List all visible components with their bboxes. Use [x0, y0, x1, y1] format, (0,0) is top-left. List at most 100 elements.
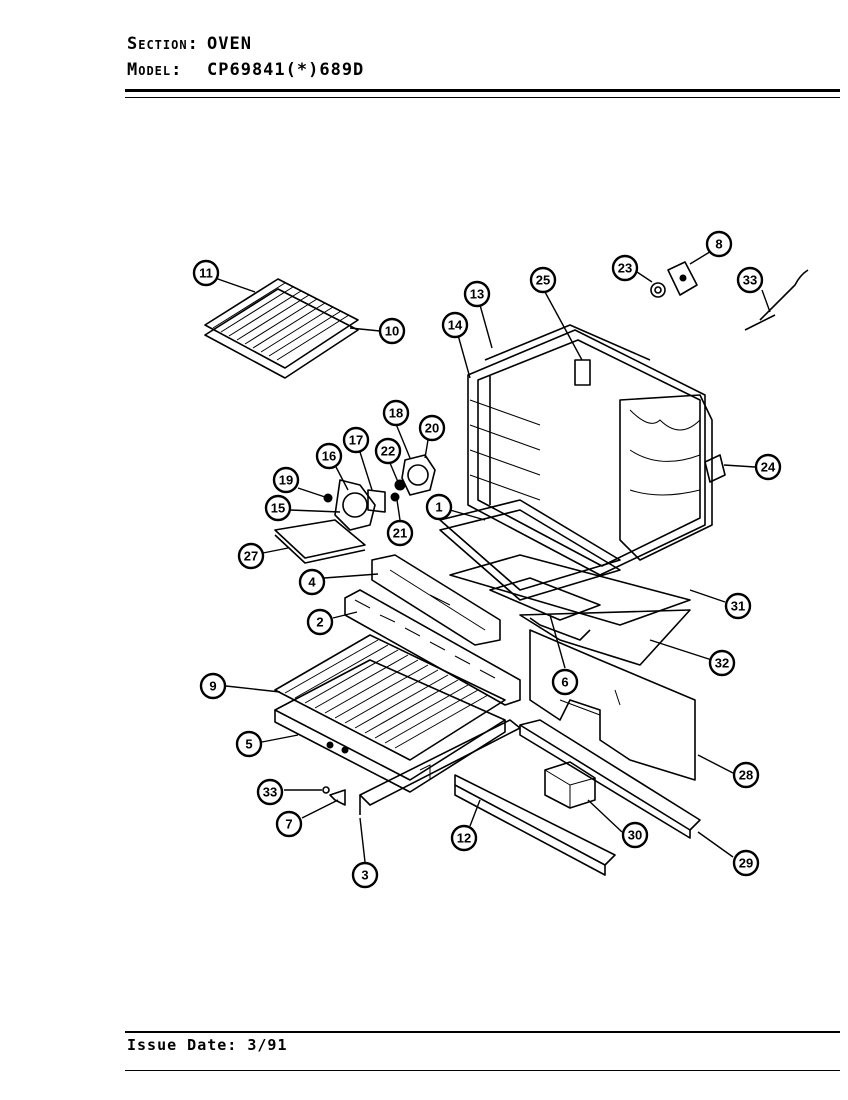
model-line: Model: CP69841(*)689D — [127, 60, 364, 80]
svg-text:27: 27 — [244, 549, 258, 564]
oven-bottom-panel — [439, 499, 621, 601]
svg-text:18: 18 — [389, 406, 403, 421]
section-label: Section: — [127, 34, 199, 54]
callout-6: 6 — [551, 668, 579, 696]
model-label: Model: — [127, 60, 183, 80]
callout-4: 4 — [298, 568, 326, 596]
callout-12: 12 — [450, 824, 478, 852]
callout-17: 17 — [342, 426, 370, 454]
svg-text:3: 3 — [361, 868, 368, 883]
svg-text:5: 5 — [245, 737, 252, 752]
svg-text:6: 6 — [561, 675, 568, 690]
svg-text:7: 7 — [285, 817, 292, 832]
callout-14: 14 — [441, 311, 469, 339]
broiler-pan-9 — [274, 634, 506, 761]
header-rule-thick — [125, 89, 840, 92]
callout-22: 22 — [374, 437, 402, 465]
callout-10: 10 — [378, 317, 406, 345]
callout-31: 31 — [724, 592, 752, 620]
svg-text:1: 1 — [435, 500, 442, 515]
oven-cavity — [467, 324, 713, 576]
callout-11: 11 — [192, 259, 220, 287]
callouts: 11 10 13 14 25 23 8 33 18 20 17 22 16 19… — [192, 230, 782, 889]
svg-text:25: 25 — [536, 273, 550, 288]
callout-18: 18 — [382, 399, 410, 427]
burner-baffle — [449, 554, 691, 641]
callout-2: 2 — [306, 608, 334, 636]
svg-text:11: 11 — [199, 266, 213, 281]
issue-date-line: Issue Date: 3/91 — [127, 1036, 288, 1054]
door-frame-4 — [371, 554, 501, 646]
bracket-8 — [667, 261, 698, 296]
callout-20: 20 — [418, 414, 446, 442]
callout-32: 32 — [708, 649, 736, 677]
igniter-block-30 — [544, 761, 596, 809]
callout-24: 24 — [754, 453, 782, 481]
svg-text:2: 2 — [316, 615, 323, 630]
model-value: CP69841(*)689D — [207, 60, 365, 80]
callout-30: 30 — [621, 821, 649, 849]
callout-16: 16 — [315, 442, 343, 470]
svg-text:23: 23 — [618, 261, 632, 276]
wire-harness-33 — [744, 269, 809, 331]
svg-text:10: 10 — [385, 324, 399, 339]
shield-32 — [519, 609, 691, 666]
callout-33-top: 33 — [736, 266, 764, 294]
valve-23 — [650, 282, 666, 298]
broiler-burner-assembly — [274, 454, 436, 564]
issue-date-value: 3/91 — [247, 1036, 288, 1054]
svg-text:4: 4 — [308, 575, 316, 590]
callout-25: 25 — [529, 266, 557, 294]
svg-text:28: 28 — [739, 768, 753, 783]
footer-rule — [125, 1031, 840, 1033]
svg-text:31: 31 — [731, 599, 745, 614]
rail-12 — [454, 774, 616, 876]
oven-rack-top — [204, 278, 359, 379]
broiler-tray-5 — [274, 659, 506, 793]
callout-8: 8 — [705, 230, 733, 258]
svg-text:14: 14 — [448, 318, 463, 333]
bracket-3 — [359, 719, 521, 815]
svg-text:13: 13 — [470, 287, 484, 302]
bottom-rule — [125, 1070, 840, 1071]
rear-panel-28 — [529, 629, 696, 781]
section-value: OVEN — [207, 34, 252, 54]
leader-lines — [214, 249, 771, 863]
issue-date-label: Issue Date: — [127, 1036, 238, 1054]
callout-27: 27 — [237, 542, 265, 570]
svg-text:8: 8 — [715, 237, 722, 252]
svg-text:17: 17 — [349, 433, 363, 448]
callout-13: 13 — [463, 280, 491, 308]
callout-29: 29 — [732, 849, 760, 877]
svg-text:16: 16 — [322, 449, 336, 464]
svg-text:12: 12 — [457, 831, 471, 846]
svg-text:22: 22 — [381, 444, 395, 459]
svg-text:21: 21 — [393, 526, 407, 541]
svg-text:33: 33 — [263, 785, 277, 800]
callout-21: 21 — [386, 519, 414, 547]
callout-15: 15 — [264, 494, 292, 522]
callout-3: 3 — [351, 861, 379, 889]
callout-1: 1 — [425, 493, 453, 521]
screw-33-and-clip-7 — [322, 786, 346, 806]
callout-9: 9 — [199, 672, 227, 700]
svg-text:9: 9 — [209, 679, 216, 694]
callout-28: 28 — [732, 761, 760, 789]
header-rule-thin — [125, 97, 840, 98]
svg-text:30: 30 — [628, 828, 642, 843]
callout-23: 23 — [611, 254, 639, 282]
svg-text:24: 24 — [761, 460, 776, 475]
section-line: Section: OVEN — [127, 34, 252, 54]
callout-5: 5 — [235, 730, 263, 758]
svg-text:33: 33 — [743, 273, 757, 288]
svg-text:19: 19 — [279, 473, 293, 488]
callout-19: 19 — [272, 466, 300, 494]
svg-text:32: 32 — [715, 656, 729, 671]
svg-text:29: 29 — [739, 856, 753, 871]
svg-text:15: 15 — [271, 501, 285, 516]
callout-33-bottom: 33 — [256, 778, 284, 806]
front-rail-29 — [519, 719, 701, 839]
callout-7: 7 — [275, 810, 303, 838]
svg-text:20: 20 — [425, 421, 439, 436]
